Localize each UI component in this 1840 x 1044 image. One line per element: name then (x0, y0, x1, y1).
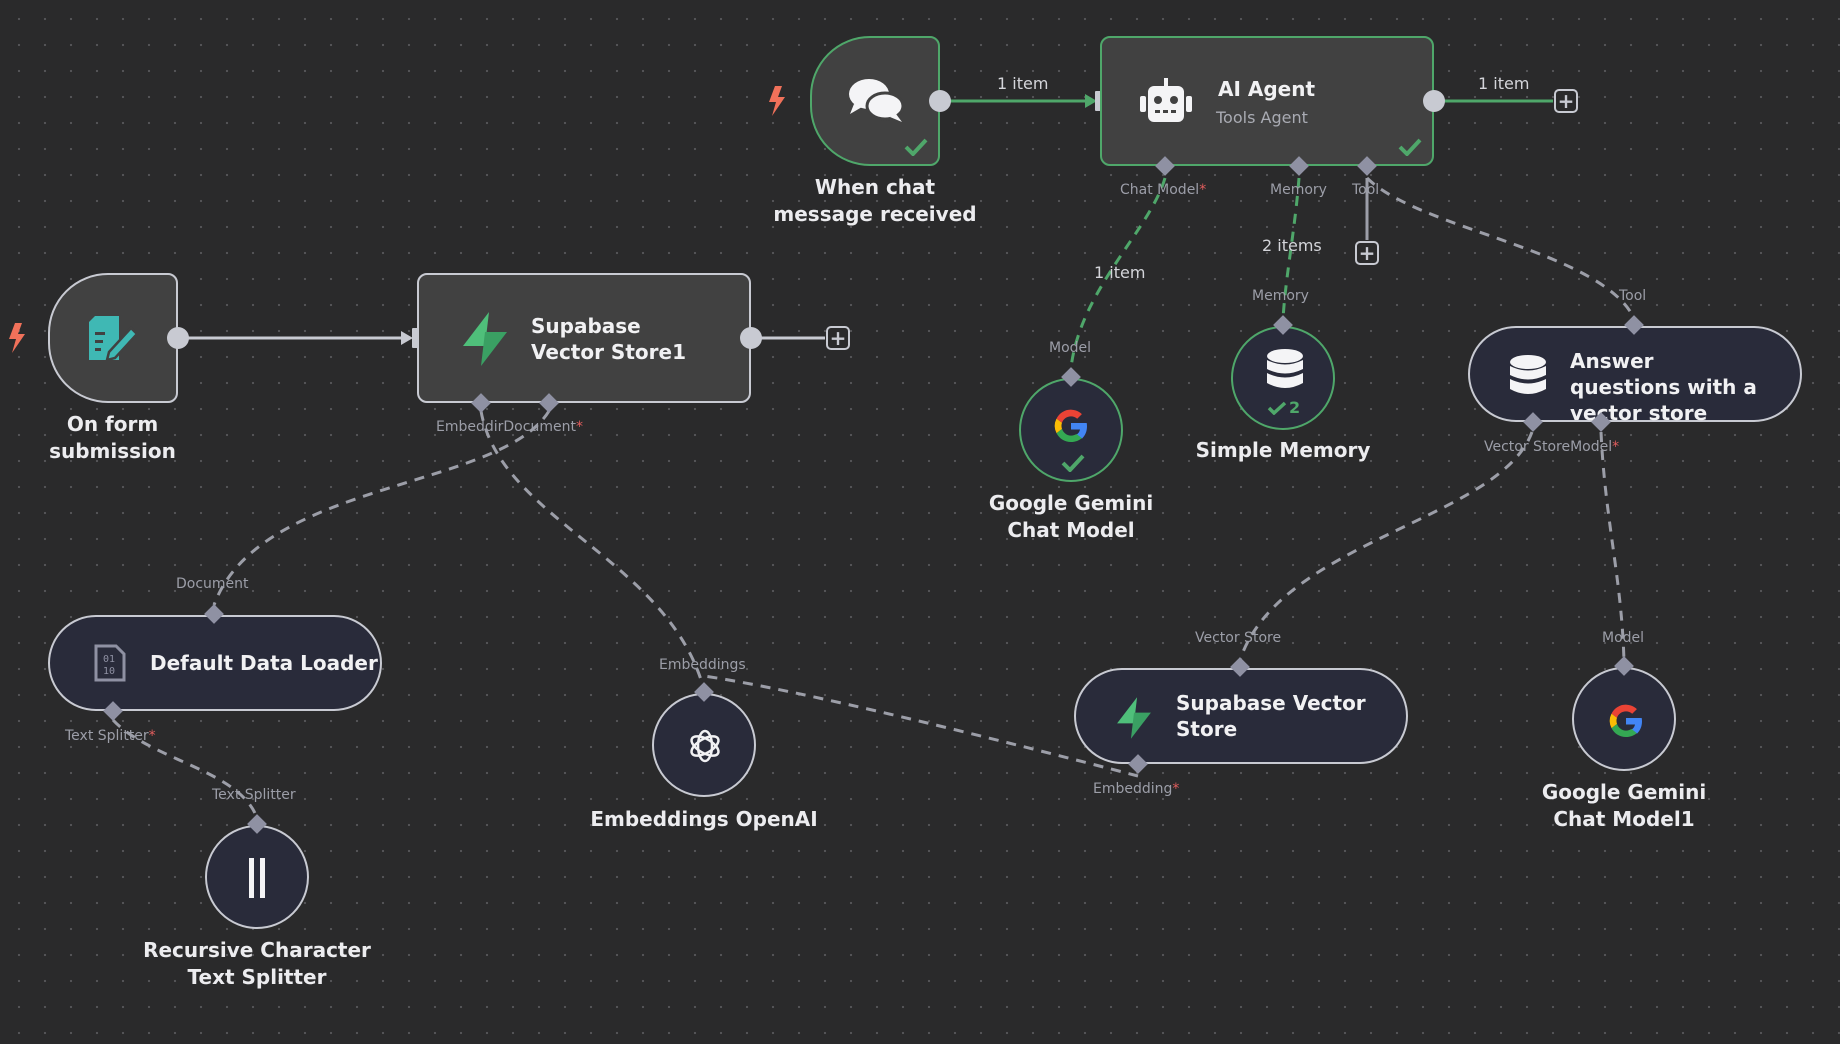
edge-embeddings-to-store1[interactable] (479, 410, 706, 691)
svg-text:10: 10 (103, 666, 115, 677)
node-title: AI Agent (1218, 77, 1316, 101)
node-label: Simple Memory (1195, 438, 1371, 462)
port-label: Vector StoreModel* (1484, 439, 1620, 455)
node-supabase-store1[interactable]: Supabase Vector Store1 (417, 273, 751, 403)
run-count-badge: 2 (1267, 398, 1300, 417)
robot-icon (1138, 78, 1194, 126)
node-text-splitter[interactable] (205, 825, 309, 929)
edge-memory-to-agent[interactable] (1281, 177, 1301, 321)
node-gemini-chat1[interactable] (1572, 667, 1676, 771)
google-icon (1051, 406, 1091, 446)
port-label: Model (1602, 630, 1645, 646)
node-title: Supabase Vector Store1 (531, 314, 686, 364)
node-title: Supabase Vector Store (1176, 691, 1366, 741)
edge-loader-to-store1[interactable] (212, 410, 551, 606)
add-tool-button[interactable]: + (1355, 241, 1379, 265)
node-simple-memory[interactable]: 2 (1231, 326, 1335, 430)
database-icon (1508, 354, 1548, 398)
plus-icon: + (1557, 89, 1575, 113)
edge-store-to-answer[interactable] (1238, 431, 1534, 661)
edge-gemini-to-agent[interactable] (1069, 177, 1167, 369)
input-handle[interactable] (1095, 91, 1104, 111)
output-handle[interactable] (167, 327, 189, 349)
port-label: Model (1049, 340, 1092, 356)
port-label: Vector Store (1195, 630, 1282, 646)
port-label: Text Splitter (212, 787, 296, 803)
node-chat-trigger[interactable] (810, 36, 940, 166)
trigger-bolt-icon (769, 86, 785, 116)
edge-item-count: 1 item (1094, 263, 1146, 282)
node-label: On form submission (49, 412, 176, 463)
openai-icon (684, 725, 726, 767)
database-icon (1265, 348, 1305, 392)
node-label: Google Gemini Chat Model1 (1541, 780, 1707, 831)
google-icon (1606, 701, 1646, 741)
text-splitter-icon (245, 857, 269, 899)
port-label: Memory (1252, 288, 1309, 304)
success-check-icon (1398, 138, 1422, 156)
node-gemini-chat[interactable] (1019, 378, 1123, 482)
chat-bubbles-icon (840, 74, 912, 126)
svg-text:01: 01 (103, 654, 115, 665)
trigger-bolt-icon (9, 323, 25, 353)
plus-icon: + (1358, 241, 1376, 265)
run-count: 2 (1289, 398, 1301, 417)
edge-answer-to-agent[interactable] (1365, 176, 1636, 319)
node-embeddings-openai[interactable] (652, 693, 756, 797)
success-check-icon (1061, 454, 1085, 472)
output-handle[interactable] (740, 327, 762, 349)
node-supabase-store[interactable]: Supabase Vector Store (1074, 668, 1408, 764)
port-label: Tool (1352, 182, 1380, 198)
edge-item-count: 1 item (997, 74, 1049, 93)
port-label: Memory (1270, 182, 1327, 198)
edge-item-count: 1 item (1478, 74, 1530, 93)
edge-item-count: 2 items (1262, 236, 1322, 255)
add-node-button[interactable]: + (1554, 89, 1578, 113)
node-ai-agent[interactable]: AI Agent Tools Agent (1100, 36, 1434, 166)
node-form-trigger[interactable] (48, 273, 178, 403)
form-edit-icon (88, 311, 140, 365)
port-label: EmbeddirDocument* (436, 419, 583, 435)
add-node-button[interactable]: + (826, 326, 850, 350)
port-label: Chat Model* (1120, 182, 1207, 198)
edge-embeddings-to-store[interactable] (703, 674, 1139, 778)
node-label: Embeddings OpenAI (590, 807, 818, 831)
success-check-icon (904, 138, 928, 156)
port-label: Tool (1619, 288, 1647, 304)
node-label: Recursive Character Text Splitter (143, 938, 371, 989)
output-handle[interactable] (929, 90, 951, 112)
port-label: Embeddings (659, 657, 746, 673)
node-title: Default Data Loader (150, 651, 378, 675)
node-answer-vector-store[interactable]: Answer questions with a vector store (1468, 326, 1802, 425)
output-handle[interactable] (1423, 90, 1445, 112)
edge-gemini1-to-answer[interactable] (1599, 431, 1626, 663)
supabase-icon (1112, 696, 1156, 740)
node-label: Google Gemini Chat Model (988, 491, 1154, 542)
supabase-icon (457, 311, 513, 367)
port-label: Text Splitter* (65, 728, 156, 744)
input-handle[interactable] (412, 328, 421, 348)
node-subtitle: Tools Agent (1216, 108, 1308, 127)
node-label: When chat message received (773, 175, 977, 226)
success-check-icon (1267, 401, 1287, 415)
edge-splitter-to-loader[interactable] (111, 718, 259, 819)
plus-icon: + (829, 326, 847, 350)
port-label: Document (176, 576, 249, 592)
port-label: Embedding* (1093, 781, 1180, 797)
